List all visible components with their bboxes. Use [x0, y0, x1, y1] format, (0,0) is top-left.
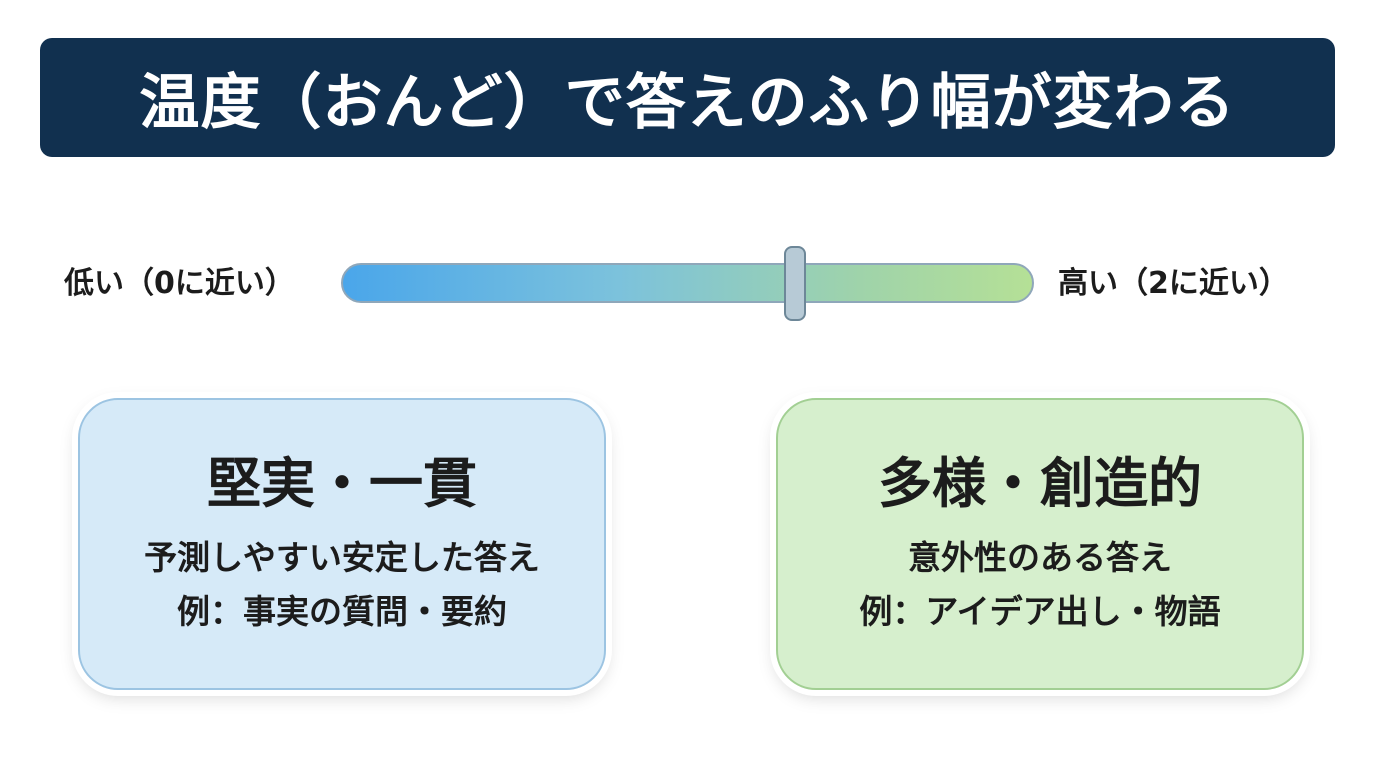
slider-low-label: 低い（0に近い）	[64, 266, 295, 301]
low-temperature-card: 堅実・一貫 予測しやすい安定した答え 例：事実の質問・要約	[78, 398, 606, 690]
low-card-description: 予測しやすい安定した答え	[144, 538, 540, 577]
high-card-example: 例：アイデア出し・物語	[859, 592, 1221, 631]
high-card-description: 意外性のある答え	[908, 538, 1172, 577]
page-title: 温度（おんど）で答えのふり幅が変わる	[139, 68, 1236, 138]
temperature-slider-thumb[interactable]	[784, 246, 807, 321]
slider-high-label: 高い（2に近い）	[1058, 266, 1289, 301]
high-temperature-card: 多様・創造的 意外性のある答え 例：アイデア出し・物語	[776, 398, 1304, 690]
low-card-heading: 堅実・一貫	[207, 452, 477, 515]
high-card-heading: 多様・創造的	[878, 452, 1202, 515]
title-banner: 温度（おんど）で答えのふり幅が変わる	[40, 38, 1335, 157]
temperature-slider-track[interactable]	[341, 263, 1034, 303]
low-card-example: 例：事実の質問・要約	[177, 592, 507, 631]
